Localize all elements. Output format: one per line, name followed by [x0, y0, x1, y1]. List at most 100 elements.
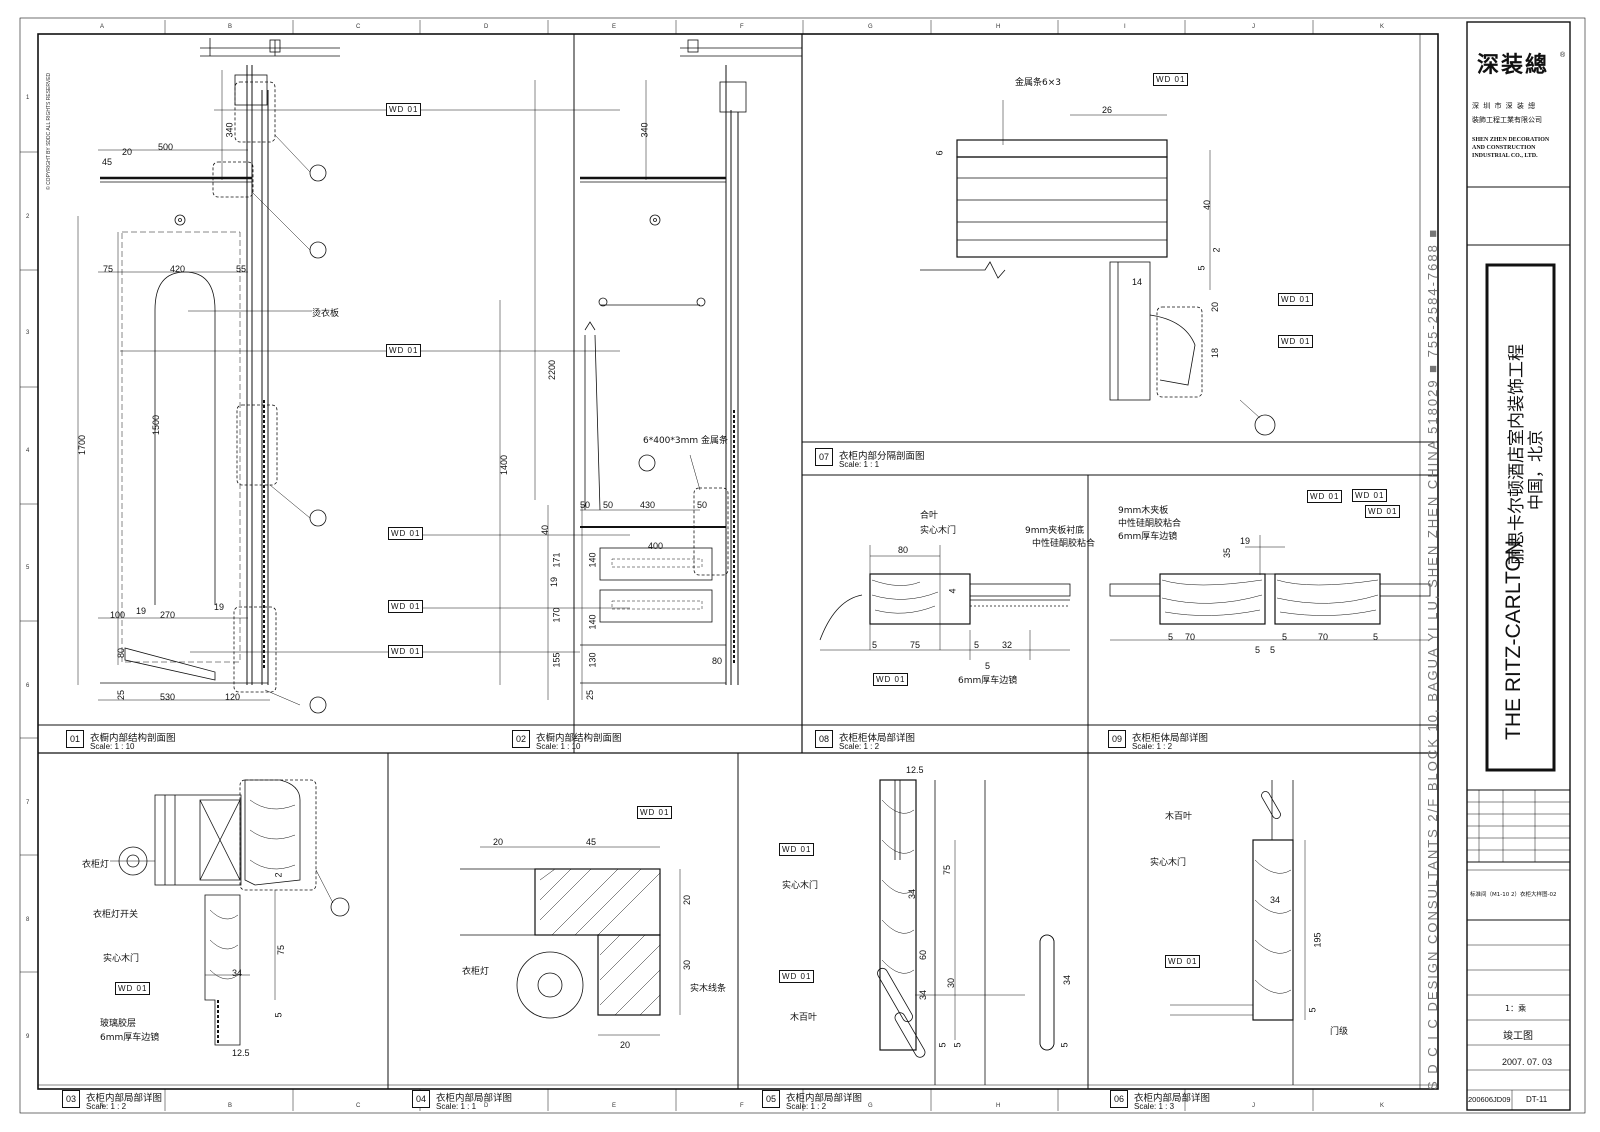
detail-scale: Scale: 1 : 2: [839, 742, 880, 751]
label-solid-molding: 实木线条: [690, 984, 727, 994]
detail-title: 衣柜内部局部详图: [436, 1093, 513, 1104]
detail-scale: Scale: 1 : 10: [536, 742, 581, 751]
dimension-value: 170: [551, 607, 562, 623]
dimension-value: 75: [276, 944, 287, 956]
dimension-value: 140: [587, 614, 598, 630]
grid-col-label: D: [484, 1103, 489, 1109]
label-louver-06: 木百叶: [1165, 812, 1193, 822]
detail-scale: Scale: 1 : 3: [1134, 1102, 1175, 1111]
wd01-tag: WD 01: [386, 103, 422, 116]
dimension-value: 5: [1059, 1042, 1070, 1048]
label-glass-glue: 玻璃胶层: [100, 1019, 137, 1029]
dimension-value: 430: [640, 500, 656, 510]
dimension-value: 5: [1255, 645, 1261, 655]
wd01-tag: WD 01: [873, 673, 909, 686]
detail-title: 衣橱内部结构剖面图: [536, 733, 622, 744]
detail-number: 04: [412, 1090, 430, 1108]
dimension-value: 5: [937, 1042, 948, 1048]
dimension-value: 26: [1102, 105, 1113, 115]
company-en-name-1: SHEN ZHEN DECORATION: [1472, 137, 1550, 143]
grid-row-label: 1: [26, 95, 30, 101]
dimension-value: 171: [551, 552, 562, 568]
grid-col-label: A: [100, 1103, 105, 1109]
label-wardrobe-light-04: 衣柜灯: [462, 967, 490, 977]
dimension-value: 5: [273, 1012, 284, 1018]
dimension-value: 80: [898, 545, 909, 555]
wd01-tag: WD 01: [1278, 293, 1314, 306]
grid-row-label: 5: [26, 565, 30, 571]
label-door-stop: 门级: [1330, 1027, 1349, 1037]
dimension-value: 120: [225, 692, 241, 702]
company-logo: 深装總: [1477, 53, 1550, 78]
dimension-value: 75: [910, 640, 921, 650]
grid-col-label: F: [740, 24, 744, 30]
label-louver-05: 木百叶: [790, 1013, 818, 1023]
dimension-value: 155: [551, 652, 562, 668]
grid-col-label: I: [1124, 24, 1126, 30]
dimension-value: 19: [214, 602, 225, 612]
dimension-value: 19: [1240, 536, 1251, 546]
drawing-name: 竣工图: [1503, 1031, 1533, 1042]
label-metal-strip-07: 金属条6×3: [1015, 78, 1061, 88]
grid-row-label: 8: [26, 917, 30, 923]
dimension-value: 12.5: [232, 1048, 250, 1058]
dimension-value: 75: [942, 864, 953, 876]
wd01-tag: WD 01: [386, 344, 422, 357]
firm-address-banner: S D C I C DESIGN CONSULTANTS 2/F BLOCK 1…: [1425, 227, 1440, 1090]
wd01-tag: WD 01: [115, 982, 151, 995]
detail-title: 衣橱内部结构剖面图: [90, 733, 176, 744]
dimension-value: 2: [1211, 247, 1222, 253]
label-solid-door-05: 实心木门: [782, 881, 819, 891]
dimension-value: 1400: [499, 454, 510, 476]
dimension-value: 19: [136, 606, 147, 616]
drawing-number: DT-11: [1526, 1095, 1548, 1104]
copyright-notice: © COPYRIGHT BY SDDC ALL RIGHTS RESERVED: [46, 72, 52, 190]
wd01-tag: WD 01: [1365, 505, 1401, 518]
dimension-value: 6: [934, 150, 945, 156]
detail-number: 01: [66, 730, 84, 748]
wd01-tag: WD 01: [1352, 489, 1388, 502]
detail-number: 06: [1110, 1090, 1128, 1108]
dimension-value: 5: [1373, 632, 1379, 642]
dimension-value: 19: [549, 576, 560, 588]
dimension-value: 25: [585, 689, 596, 701]
dimension-value: 5: [1196, 265, 1207, 271]
dimension-value: 45: [102, 157, 113, 167]
detail-number: 08: [815, 730, 833, 748]
dimension-value: 140: [587, 552, 598, 568]
grid-col-label: J: [1252, 24, 1255, 30]
dimension-value: 5: [974, 640, 980, 650]
label-light-switch: 衣柜灯开关: [93, 910, 139, 920]
detail-title: 衣柜内部局部详图: [786, 1093, 863, 1104]
label-metal-strip-02: 6*400*3mm 金属条: [643, 436, 729, 446]
grid-col-label: C: [356, 1103, 361, 1109]
dimension-value: 12.5: [906, 765, 924, 775]
dimension-value: 5: [1270, 645, 1276, 655]
dimension-value: 30: [682, 959, 693, 971]
sheet-subtitle: 标准间（M1-10 2）衣柜大样图-02: [1470, 892, 1557, 898]
dimension-value: 75: [103, 264, 114, 274]
label-solid-door-08: 实心木门: [920, 526, 957, 536]
dimension-value: 420: [170, 264, 186, 274]
detail-scale: Scale: 1 : 2: [1132, 742, 1173, 751]
dimension-value: 20: [493, 837, 504, 847]
grid-col-label: A: [100, 24, 105, 30]
detail-scale: Scale: 1 : 10: [90, 742, 135, 751]
wd01-tag: WD 01: [637, 806, 673, 819]
grid-col-label: K: [1380, 24, 1385, 30]
dimension-value: 100: [110, 610, 126, 620]
detail-title: 衣柜柜体局部详图: [1132, 733, 1209, 744]
dimension-value: 40: [540, 524, 551, 536]
project-number: 200606JD09: [1468, 1095, 1511, 1104]
company-cn-name-1: 深 圳 市 深 装 總: [1472, 102, 1537, 110]
dimension-value: 5: [1307, 1007, 1318, 1013]
label-solid-door-03: 实心木门: [103, 954, 140, 964]
dimension-value: 55: [236, 264, 247, 274]
dimension-value: 4: [947, 588, 958, 594]
grid-col-label: D: [484, 24, 489, 30]
dimension-value: 34: [1062, 974, 1073, 986]
label-wood-plywood: 9mm木夹板: [1118, 506, 1169, 516]
grid-col-label: B: [228, 1103, 233, 1109]
project-location: 中国，北京: [1526, 429, 1545, 510]
